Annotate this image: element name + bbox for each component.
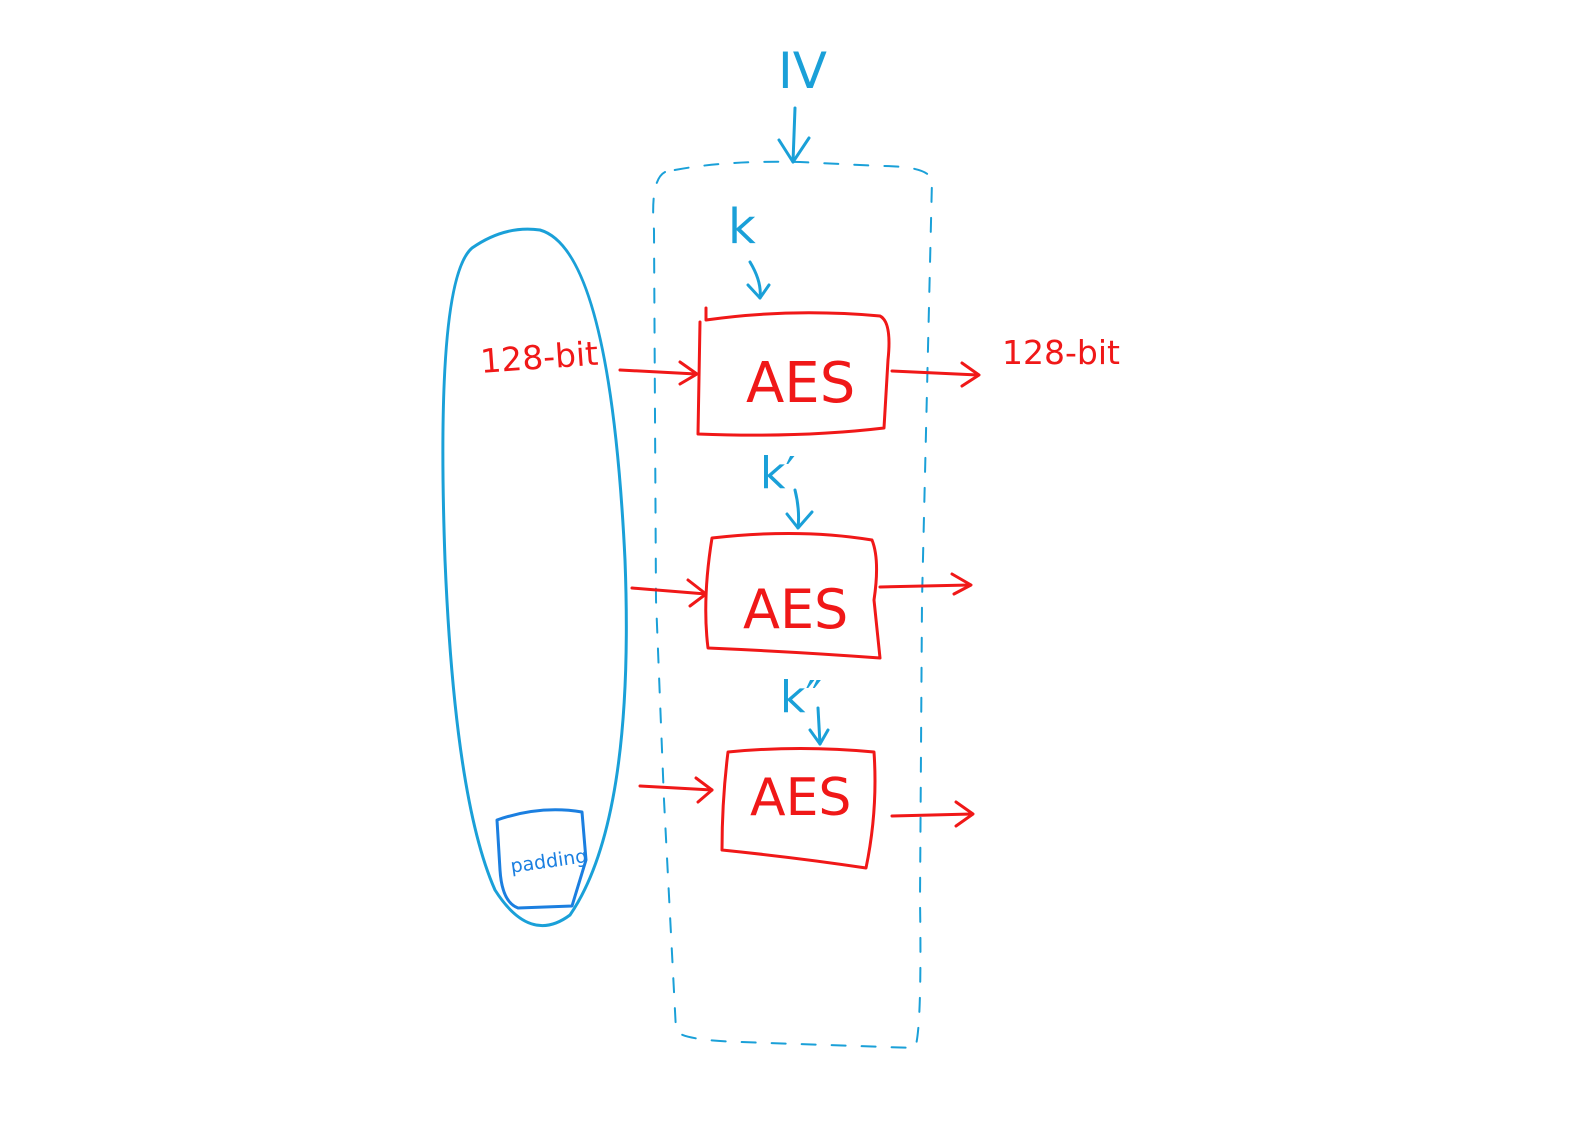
key-2-arrow [785, 488, 814, 530]
output-arrow-2 [878, 572, 973, 596]
aes-block-label: AES [743, 578, 848, 641]
aes-block-label: AES [746, 351, 855, 416]
output-arrow-1 [890, 361, 981, 388]
key-3-arrow [808, 706, 830, 746]
aes-block-2: AES [704, 531, 882, 660]
padding-label: padding [509, 845, 589, 878]
aes-block-label: AES [750, 768, 851, 828]
key-2-label: k′ [760, 448, 795, 499]
iv-arrow [777, 106, 811, 164]
key-1-label: k [728, 199, 756, 255]
dashed-enclosure [652, 160, 934, 1050]
key-3-label: k″ [780, 672, 822, 723]
input-arrow-3 [638, 776, 714, 804]
iv-label: IV [778, 42, 827, 100]
key-1-arrow [746, 260, 771, 300]
plaintext-ellipse [441, 227, 628, 928]
input-arrow-2 [630, 578, 708, 608]
padding-box: padding [495, 808, 589, 910]
input-bits-label: 128-bit [479, 334, 599, 381]
aes-block-3: AES [720, 747, 877, 870]
output-bits-label: 128-bit [1002, 333, 1120, 372]
output-arrow-3 [890, 800, 975, 828]
aes-block-1: AES [696, 306, 891, 437]
input-arrow-1 [618, 360, 699, 386]
